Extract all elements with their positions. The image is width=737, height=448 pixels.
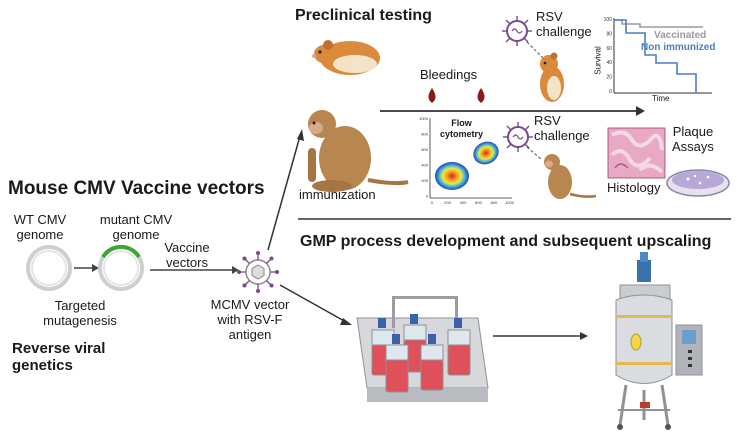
flow-ytick-label: 800 [421,132,428,137]
rsv-virus-icon [503,122,533,152]
flow-xtick-label: 200 [444,200,451,205]
hamster-icon [312,40,380,75]
legend-non-immunized: Non immunized [641,42,716,53]
survival-xlabel: Time [652,94,670,103]
wt-genome-circle [26,245,72,291]
flow-ytick-label: 400 [421,163,428,168]
mutant-genome-circle [98,244,144,291]
left-title: Mouse CMV Vaccine vectors [8,178,265,199]
rsv-virus-icon [502,16,532,46]
survival-ytick-label: 0 [609,89,612,95]
arrow-to-preclinical [267,135,301,251]
immunization-label: immunization [299,187,376,202]
flow-ytick-label: 200 [421,178,428,183]
arrow-to-gmp [279,284,347,323]
flow-ytick-label: 1000 [419,116,429,121]
large-bioreactor-icon [615,252,703,430]
flow-population [435,162,469,190]
flow-xtick-label: 400 [460,200,467,205]
survival-ytick-label: 40 [606,60,612,66]
flow-xtick-label: 1000 [505,200,515,205]
non-immunized-line [614,19,697,93]
preclinical-title: Preclinical testing [295,7,432,24]
flow-xtick-label: 800 [491,200,498,205]
monkey-small-icon [544,154,597,199]
flow-population [473,141,499,165]
survival-ytick-label: 80 [606,31,612,37]
bleedings-label: Bleedings [420,67,478,82]
blood-drop-icon [477,88,485,103]
survival-ytick-label: 100 [604,17,613,23]
hamster-standing-icon [540,52,564,102]
flow-xtick-label: 0 [431,200,434,205]
plaque-dish-icon [666,169,730,197]
survival-ytick-label: 20 [606,75,612,81]
legend-vaccinated: Vaccinated [654,30,707,41]
blood-drop-icon [428,88,436,103]
histology-label: Histology [607,180,661,195]
flow-ytick-label: 600 [421,147,428,152]
mcmv-virus-icon [237,251,279,293]
gmp-title: GMP process development and subsequent u… [300,233,712,250]
bench-bioreactor-icon [356,296,489,402]
histology-image [607,127,666,179]
flow-ytick-label: 0 [426,194,429,199]
flow-xtick-label: 600 [475,200,482,205]
monkey-icon [308,110,409,192]
survival-ytick-label: 60 [606,46,612,52]
